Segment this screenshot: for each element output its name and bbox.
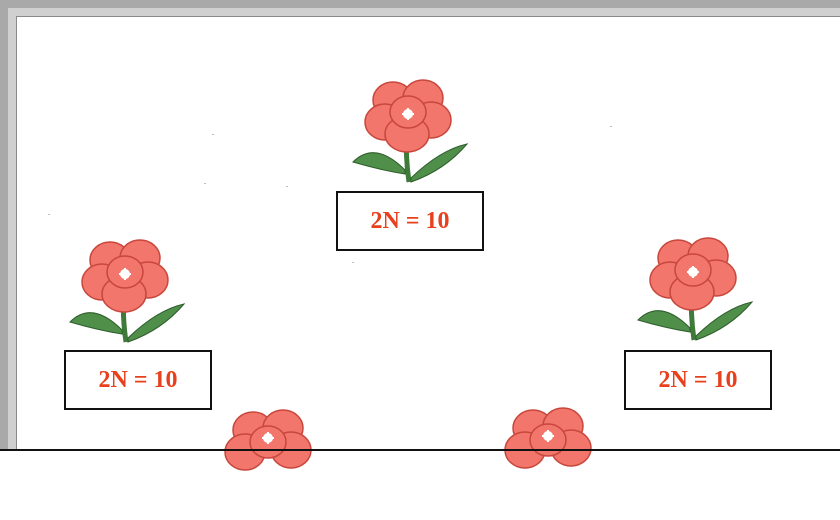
speck xyxy=(204,183,206,184)
frame-top-border xyxy=(0,0,840,8)
frame-left-border xyxy=(0,0,8,451)
speck xyxy=(48,214,50,215)
speck xyxy=(286,186,288,187)
frame-edge-line xyxy=(16,16,840,17)
flower-icon xyxy=(62,230,192,350)
speck xyxy=(352,262,354,263)
speck xyxy=(212,134,214,135)
flower-icon xyxy=(485,398,615,518)
frame-edge-line-vertical xyxy=(16,16,17,451)
chromosome-label-top: 2N = 10 xyxy=(336,191,484,251)
frame-top-bevel xyxy=(8,8,840,16)
speck xyxy=(610,126,612,127)
chromosome-label-left: 2N = 10 xyxy=(64,350,212,410)
flower-icon xyxy=(345,70,475,190)
flower-icon xyxy=(205,400,335,520)
chromosome-label-right: 2N = 10 xyxy=(624,350,772,410)
diagram-canvas: 2N = 10 2N = 10 2N = 10 xyxy=(0,0,840,451)
flower-icon xyxy=(630,228,760,348)
frame-left-bevel xyxy=(8,8,16,451)
